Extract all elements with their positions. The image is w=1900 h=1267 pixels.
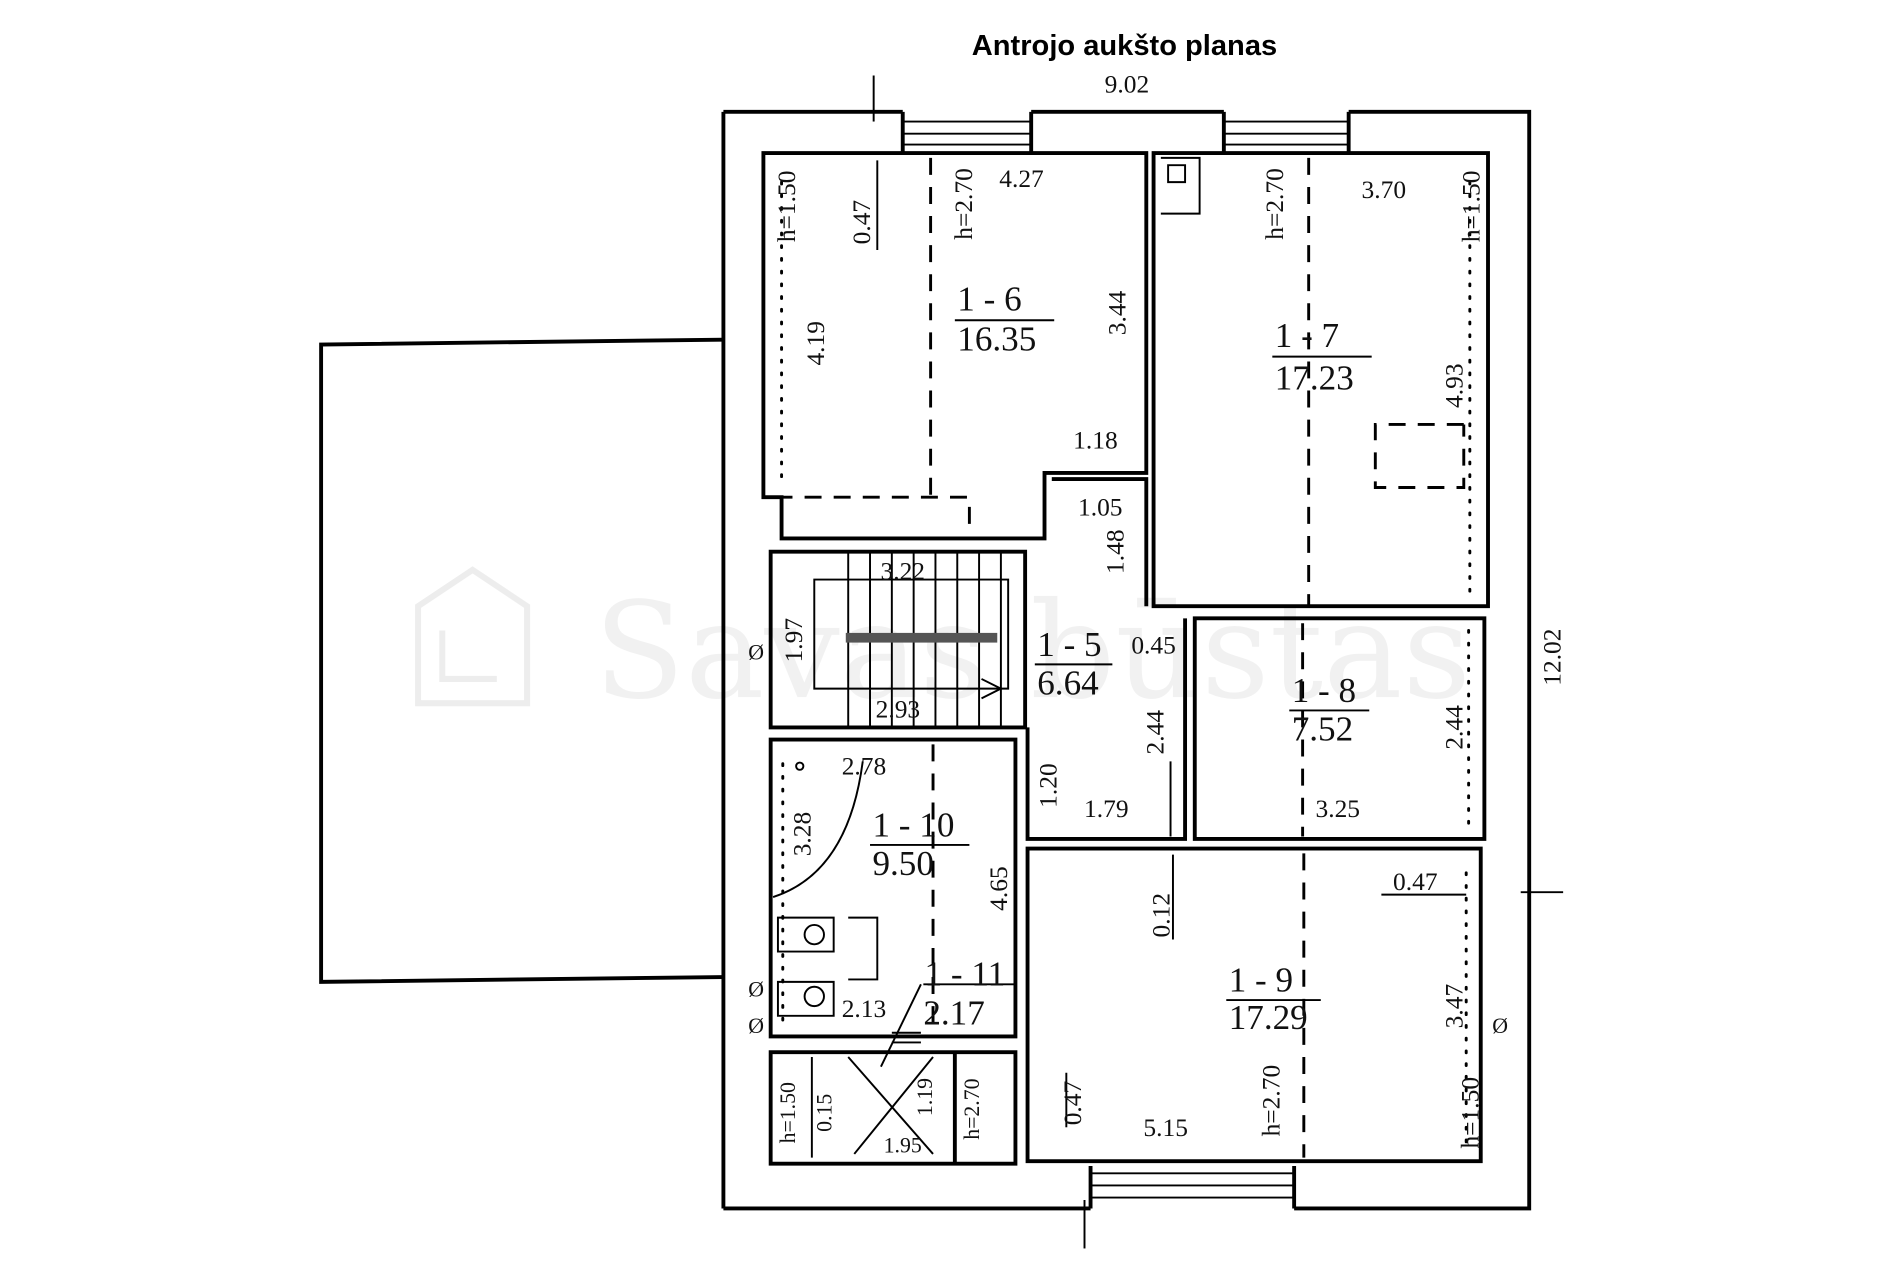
dimension-label: 3.22 bbox=[880, 557, 925, 586]
room-area: 2.17 bbox=[923, 993, 984, 1032]
dimension-label: 4.19 bbox=[801, 321, 830, 366]
height-label: h=1.50 bbox=[776, 1082, 800, 1143]
room-area: 9.50 bbox=[872, 844, 933, 883]
dimension-label: 4.65 bbox=[984, 866, 1013, 911]
dimension-label: 3.70 bbox=[1362, 175, 1407, 204]
watermark: Savas būstas bbox=[415, 566, 1471, 729]
plan-title: Antrojo aukšto planas bbox=[972, 30, 1277, 62]
height-label: h=1.50 bbox=[1457, 171, 1486, 243]
dimension-label: 1.19 bbox=[913, 1078, 937, 1116]
dimension-label: 1.79 bbox=[1084, 794, 1129, 823]
room-1-5: 3.22 1.97 2.93 1.05 1.48 1 - 5 6.64 0.45… bbox=[768, 477, 1188, 841]
room-1-8: 1 - 8 7.52 2.44 2.44 3.25 bbox=[1140, 616, 1487, 841]
dimension-label: 0.47 bbox=[1058, 1081, 1087, 1126]
dimension-label: 4.27 bbox=[999, 164, 1044, 193]
room-id: 1 - 9 bbox=[1229, 961, 1293, 1000]
height-label: h=2.70 bbox=[960, 1078, 984, 1139]
dimension-label: 1.95 bbox=[884, 1134, 922, 1158]
room-area: 16.35 bbox=[957, 320, 1036, 359]
dimension-label: 0.47 bbox=[1393, 867, 1438, 896]
room-1-7: h=2.70 3.70 h=1.50 1 - 7 17.23 4.93 bbox=[1151, 151, 1490, 609]
room-1-9: 0.12 0.47 1 - 9 17.29 3.47 0.47 5.15 h=2… bbox=[1025, 846, 1484, 1164]
height-label: h=2.70 bbox=[1257, 1065, 1286, 1137]
dimension-label: 3.44 bbox=[1103, 290, 1132, 335]
dimension-label: 1.20 bbox=[1034, 763, 1063, 808]
dimension-label: 2.44 bbox=[1140, 710, 1169, 755]
dimension-label: 2.44 bbox=[1440, 705, 1469, 750]
dimension-label: 0.12 bbox=[1146, 893, 1175, 938]
dimension-label: 3.28 bbox=[788, 812, 817, 857]
house-logo-icon bbox=[415, 566, 531, 707]
room-id: 1 - 8 bbox=[1292, 671, 1356, 710]
outer-walls bbox=[721, 109, 1532, 1211]
dimension-label: 0.47 bbox=[847, 200, 876, 245]
height-label: h=2.70 bbox=[949, 168, 978, 240]
dimension-label: 1.18 bbox=[1073, 426, 1118, 455]
dimension-label: 3.25 bbox=[1315, 794, 1360, 823]
dimension-label: 0.15 bbox=[812, 1094, 836, 1132]
dimension-label: 1.97 bbox=[779, 618, 808, 663]
room-area: 6.64 bbox=[1037, 664, 1099, 703]
height-label: h=2.70 bbox=[1260, 168, 1289, 240]
dimension-label: 0.45 bbox=[1131, 630, 1176, 659]
dimension-label: 2.93 bbox=[876, 695, 921, 724]
room-1-10: 2.78 3.28 1 - 10 9.50 4.65 bbox=[768, 737, 1018, 1039]
vent-icon: Ø bbox=[748, 1014, 764, 1038]
windows bbox=[902, 120, 1349, 1199]
room-id: 1 - 5 bbox=[1037, 625, 1101, 664]
room-1-11: 2.13 1 - 11 2.17 h=1.50 0.15 1.19 1.95 h… bbox=[768, 955, 1018, 1166]
room-id: 1 - 6 bbox=[957, 280, 1021, 319]
vent-icon: Ø bbox=[1492, 1014, 1508, 1038]
room-1-6: h=1.50 0.47 h=2.70 4.27 1 - 6 16.35 3.44… bbox=[761, 151, 1149, 541]
room-id: 1 - 7 bbox=[1275, 316, 1339, 355]
room-id: 1 - 11 bbox=[925, 955, 1006, 994]
room-area: 7.52 bbox=[1292, 710, 1353, 749]
height-label: h=1.50 bbox=[1455, 1077, 1484, 1149]
overall-width: 9.02 bbox=[1105, 69, 1150, 98]
vent-icon: Ø bbox=[748, 977, 764, 1001]
dimension-label: 2.13 bbox=[842, 994, 887, 1023]
annex-outline bbox=[319, 337, 724, 984]
watermark-text: Savas būstas bbox=[594, 574, 1471, 729]
dimension-label: 2.78 bbox=[842, 752, 887, 781]
dimension-label: 3.47 bbox=[1440, 984, 1469, 1029]
dimension-label: 1.05 bbox=[1078, 492, 1123, 521]
room-area: 17.23 bbox=[1275, 358, 1354, 397]
dimension-label: 5.15 bbox=[1143, 1113, 1188, 1142]
dimension-label: 1.48 bbox=[1100, 529, 1129, 574]
room-area: 17.29 bbox=[1229, 998, 1308, 1037]
vent-icon: Ø bbox=[748, 641, 764, 665]
height-label: h=1.50 bbox=[772, 171, 801, 243]
overall-depth: 12.02 bbox=[1538, 629, 1567, 686]
room-id: 1 - 10 bbox=[872, 805, 954, 844]
vent-symbols: Ø Ø Ø Ø bbox=[748, 641, 1508, 1038]
dimension-label: 4.93 bbox=[1440, 363, 1469, 408]
